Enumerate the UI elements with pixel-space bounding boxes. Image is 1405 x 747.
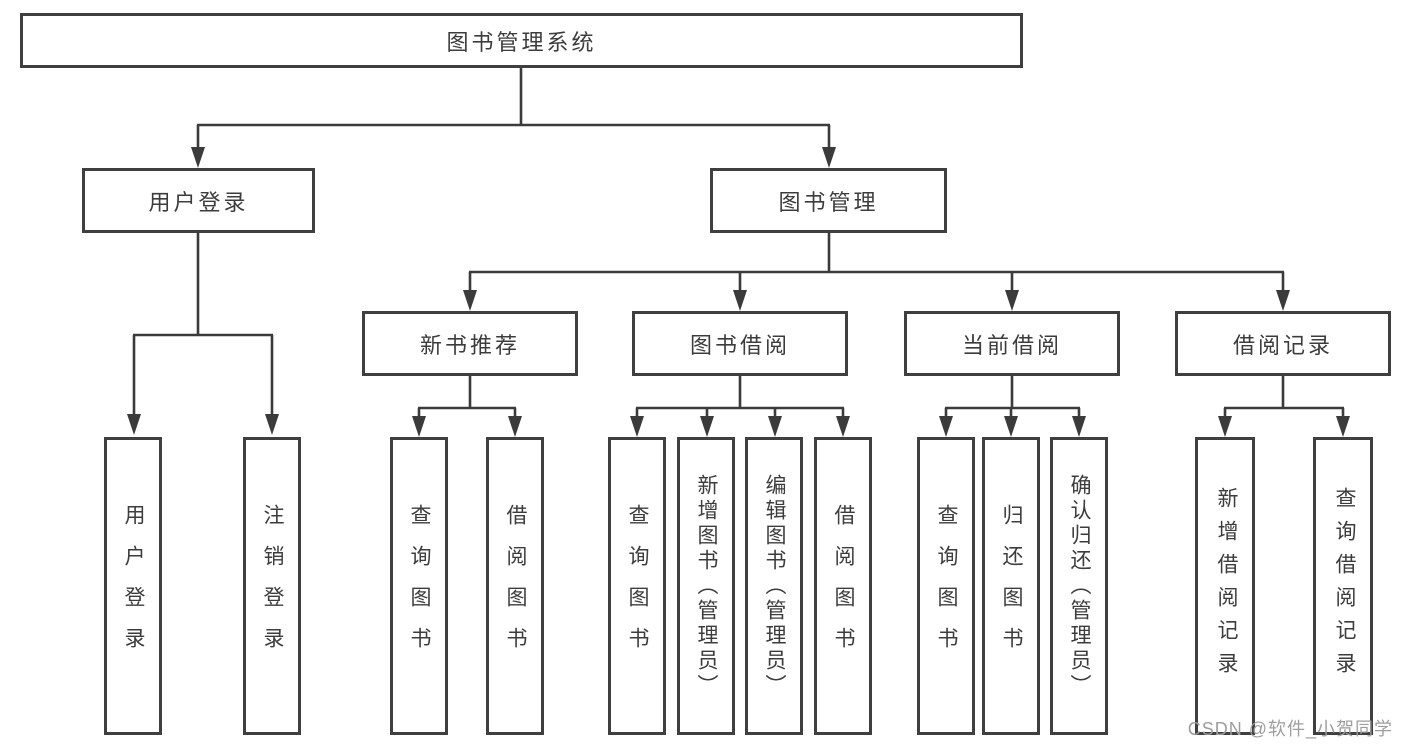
arrowhead-icon <box>191 147 205 168</box>
node-borrowing-records: 借阅记录 <box>1175 311 1391 376</box>
leaf-return-books: 归还图书 <box>982 437 1040 735</box>
arrowhead-icon <box>939 416 953 437</box>
node-user-login: 用户登录 <box>82 168 315 233</box>
arrowhead-icon <box>127 414 141 435</box>
leaf-add-books-admin: 新增图书（管理员） <box>677 437 735 735</box>
leaf-confirm-return-admin: 确认归还（管理员） <box>1050 437 1108 735</box>
watermark: CSDN @软件_小贺同学 <box>1187 719 1393 739</box>
arrowhead-icon <box>836 416 850 437</box>
arrowhead-icon <box>768 416 782 437</box>
node-book-borrowing: 图书借阅 <box>632 311 848 376</box>
arrowhead-icon <box>412 416 426 437</box>
arrowhead-icon <box>463 290 477 311</box>
leaf-borrow-books: 借阅图书 <box>814 437 872 735</box>
arrowhead-icon <box>1276 290 1290 311</box>
arrowhead-icon <box>1072 416 1086 437</box>
arrowhead-icon <box>508 416 522 437</box>
leaf-borrow-books-recommend: 借阅图书 <box>486 437 544 735</box>
leaf-user-login: 用户登录 <box>104 437 162 735</box>
node-current-borrowing: 当前借阅 <box>904 311 1120 376</box>
leaf-query-borrowing-record: 查询借阅记录 <box>1313 437 1373 735</box>
node-library-management-system: 图书管理系统 <box>20 13 1023 68</box>
leaf-edit-books-admin: 编辑图书（管理员） <box>745 437 803 735</box>
leaf-query-books-current: 查询图书 <box>917 437 975 735</box>
leaf-add-borrowing-record: 新增借阅记录 <box>1195 437 1255 735</box>
leaf-logout: 注销登录 <box>243 437 301 735</box>
arrowhead-icon <box>822 147 836 168</box>
arrowhead-icon <box>265 414 279 435</box>
node-book-management: 图书管理 <box>710 168 947 233</box>
arrowhead-icon <box>700 416 714 437</box>
node-new-book-recommendation: 新书推荐 <box>362 311 578 376</box>
arrowhead-icon <box>1005 290 1019 311</box>
arrowhead-icon <box>733 290 747 311</box>
arrowhead-icon <box>1336 416 1350 437</box>
leaf-query-books-recommend: 查询图书 <box>390 437 448 735</box>
arrowhead-icon <box>630 416 644 437</box>
arrowhead-icon <box>1004 416 1018 437</box>
arrowhead-icon <box>1218 416 1232 437</box>
leaf-query-books-borrowing: 查询图书 <box>608 437 666 735</box>
